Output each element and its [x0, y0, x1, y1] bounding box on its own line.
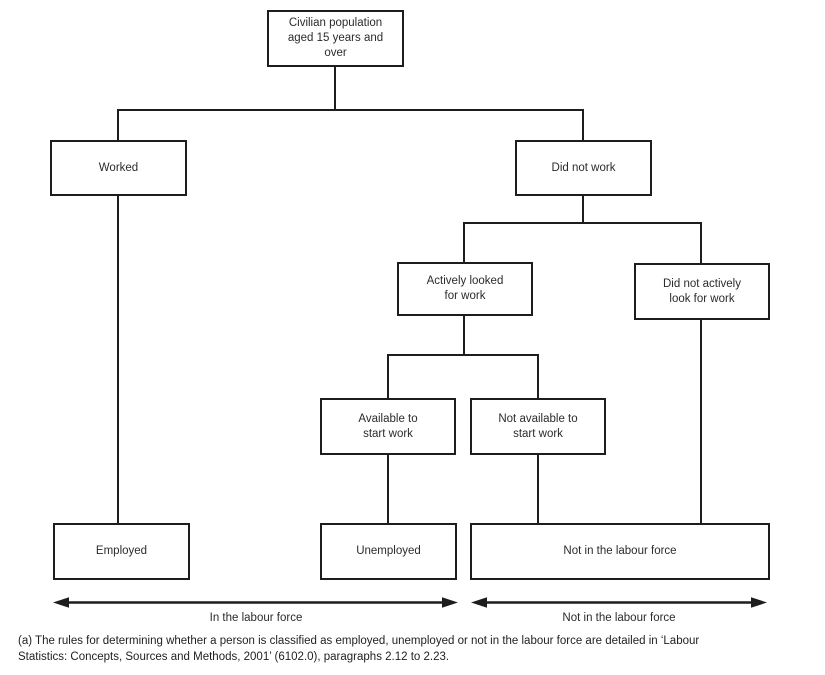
connector-line: [582, 109, 584, 140]
connector-line: [700, 319, 702, 523]
connector-line: [537, 454, 539, 523]
double-arrow-not-in-labour-force-icon: [471, 597, 767, 608]
connector-line: [334, 66, 336, 111]
node-civilian-population: Civilian population aged 15 years and ov…: [267, 10, 404, 67]
connector-line: [463, 222, 702, 224]
connector-line: [582, 195, 584, 224]
connector-line: [117, 109, 584, 111]
node-available-to-start-work: Available to start work: [320, 398, 456, 455]
node-not-in-the-labour-force: Not in the labour force: [470, 523, 770, 580]
node-did-not-actively-look-for-work: Did not actively look for work: [634, 263, 770, 320]
connector-line: [117, 109, 119, 140]
connector-line: [463, 315, 465, 356]
node-did-not-work: Did not work: [515, 140, 652, 196]
connector-line: [117, 195, 119, 523]
span-label-not-in-labour-force: Not in the labour force: [562, 612, 676, 624]
span-label-in-labour-force: In the labour force: [209, 612, 303, 624]
node-actively-looked-for-work: Actively looked for work: [397, 262, 533, 316]
double-arrow-in-labour-force-icon: [53, 597, 458, 608]
connector-line: [463, 222, 465, 262]
connector-line: [387, 354, 389, 398]
node-worked: Worked: [50, 140, 187, 196]
node-not-available-to-start-work: Not available to start work: [470, 398, 606, 455]
connector-line: [387, 454, 389, 523]
footnote-line-1: (a) The rules for determining whether a …: [18, 635, 700, 647]
node-unemployed: Unemployed: [320, 523, 457, 580]
footnote-line-2: Statistics: Concepts, Sources and Method…: [18, 651, 450, 663]
node-employed: Employed: [53, 523, 190, 580]
connector-line: [700, 222, 702, 263]
footnote: (a) The rules for determining whether a …: [18, 633, 818, 665]
connector-line: [537, 354, 539, 398]
connector-line: [387, 354, 539, 356]
